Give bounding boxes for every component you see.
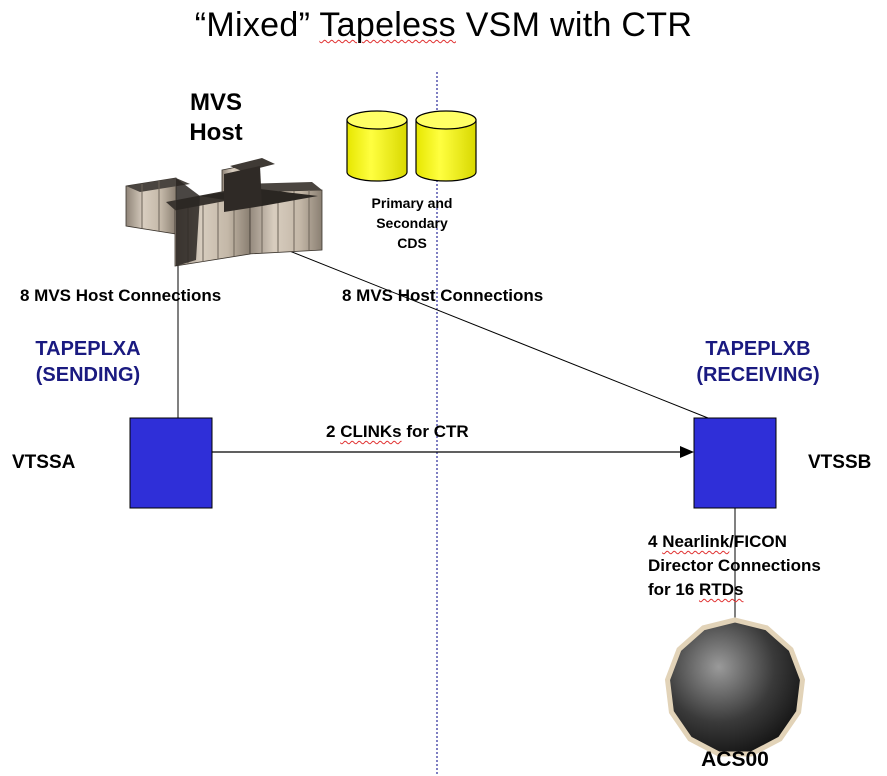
nearlink-word: Nearlink xyxy=(662,532,730,551)
acs-label: ACS00 xyxy=(701,748,769,771)
vtssa-box xyxy=(129,417,213,509)
mvs-host-line1: MVS xyxy=(189,89,242,116)
title-prefix: “Mixed” xyxy=(194,6,320,44)
mvs-host-line2: Host xyxy=(189,119,243,146)
clink-suffix: for CTR xyxy=(401,422,469,441)
host-to-vtssb-line xyxy=(261,239,709,419)
tapeplex-a-role: (SENDING) xyxy=(35,364,141,386)
nearlink-line3: for 16 RTDs xyxy=(648,578,821,602)
title-suffix: VSM with CTR xyxy=(455,6,693,44)
tapeplex-a-label: TAPEPLXA (SENDING) xyxy=(18,336,158,388)
title-word-tapeless: Tapeless xyxy=(319,6,456,44)
clink-word: CLINKs xyxy=(340,422,402,441)
diagram-title: “Mixed” Tapeless VSM with CTR xyxy=(0,6,887,45)
tapeplex-b-label: TAPEPLXB (RECEIVING) xyxy=(680,336,836,388)
nearlink-line2: Director Connections xyxy=(648,556,821,575)
host-connections-left-label: 8 MVS Host Connections xyxy=(20,286,222,305)
tapeplex-b-name: TAPEPLXB xyxy=(705,338,811,360)
cds-line3: CDS xyxy=(397,235,427,251)
nearlink-line3-prefix: for 16 xyxy=(648,580,700,599)
mvs-host-mainframe xyxy=(125,158,323,267)
clink-count: 2 xyxy=(326,422,341,441)
cds-line2: Secondary xyxy=(376,215,448,231)
host-connections-right-label: 8 MVS Host Connections xyxy=(342,286,544,305)
nearlink-rtds-word: RTDs xyxy=(699,580,744,599)
tapeplex-a-name: TAPEPLXA xyxy=(35,338,141,360)
vtssb-box xyxy=(693,417,777,509)
vtssa-label: VTSSA xyxy=(12,452,76,473)
acs-storage-polygon xyxy=(664,617,806,757)
nearlink-label: 4 Nearlink/FICON Director Connections fo… xyxy=(648,530,821,602)
tapeplex-b-role: (RECEIVING) xyxy=(696,364,820,386)
nearlink-line1-suffix: /FICON xyxy=(729,532,787,551)
cds-label: Primary and Secondary CDS xyxy=(348,193,476,253)
nearlink-line1: 4 Nearlink/FICON xyxy=(648,530,821,554)
nearlink-line1-prefix: 4 xyxy=(648,532,663,551)
clink-arrowhead xyxy=(680,446,694,458)
mvs-host-label: MVS Host xyxy=(172,88,260,148)
primary-cds-cylinder xyxy=(346,110,408,182)
vtssb-label: VTSSB xyxy=(808,452,872,473)
clink-label: 2 CLINKs for CTR xyxy=(326,422,469,442)
secondary-cds-cylinder xyxy=(415,110,477,182)
cds-line1: Primary and xyxy=(371,195,453,211)
